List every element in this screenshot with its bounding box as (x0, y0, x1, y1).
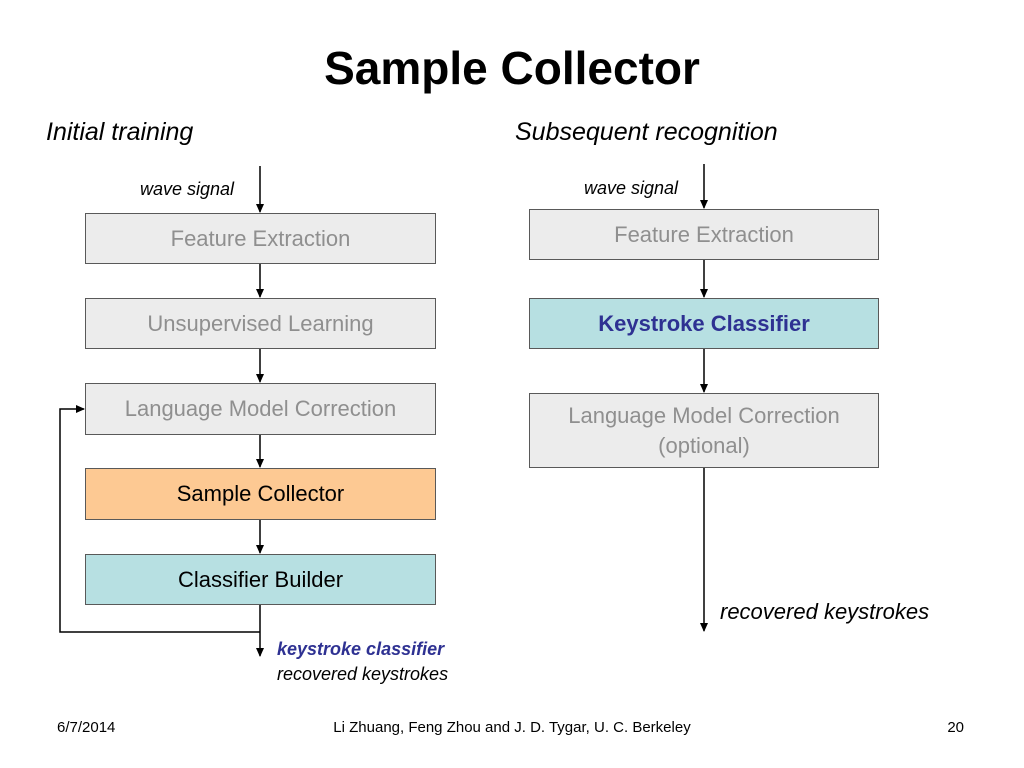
right-box-feature-extraction: Feature Extraction (529, 209, 879, 260)
right-column-heading: Subsequent recognition (515, 118, 778, 146)
box-label: Language Model Correction (124, 396, 397, 421)
left-box-classifier-builder: Classifier Builder (85, 554, 436, 605)
feedback-loop (59, 405, 260, 633)
left-box-unsupervised-learning: Unsupervised Learning (85, 298, 436, 349)
left-box-language-model-correction: Language Model Correction (85, 383, 436, 435)
footer-date: 6/7/2014 (57, 719, 116, 736)
left-output-keystroke-classifier: keystroke classifier (277, 639, 445, 659)
box-label: Unsupervised Learning (147, 310, 374, 336)
right-output-recovered-keystrokes: recovered keystrokes (720, 599, 930, 624)
right-box-language-model-correction: Language Model Correction (optional) (529, 393, 879, 468)
box-label: Keystroke Classifier (598, 310, 810, 336)
slide-title: Sample Collector (324, 42, 700, 94)
right-input-label: wave signal (584, 178, 679, 198)
box-label-line1: Language Model Correction (568, 402, 840, 428)
left-input-label: wave signal (140, 179, 235, 199)
right-box-keystroke-classifier: Keystroke Classifier (529, 298, 879, 349)
box-label: Feature Extraction (614, 221, 794, 247)
left-column-heading: Initial training (46, 118, 194, 146)
left-box-sample-collector: Sample Collector (85, 468, 436, 520)
left-box-feature-extraction: Feature Extraction (85, 213, 436, 264)
footer-page-number: 20 (947, 719, 964, 736)
box-label: Feature Extraction (170, 225, 351, 251)
box-label-line2: (optional) (658, 432, 750, 458)
footer-authors: Li Zhuang, Feng Zhou and J. D. Tygar, U.… (333, 719, 691, 736)
left-output-recovered-keystrokes: recovered keystrokes (277, 664, 449, 684)
box-label: Classifier Builder (177, 566, 344, 592)
box-label: Sample Collector (176, 481, 345, 506)
